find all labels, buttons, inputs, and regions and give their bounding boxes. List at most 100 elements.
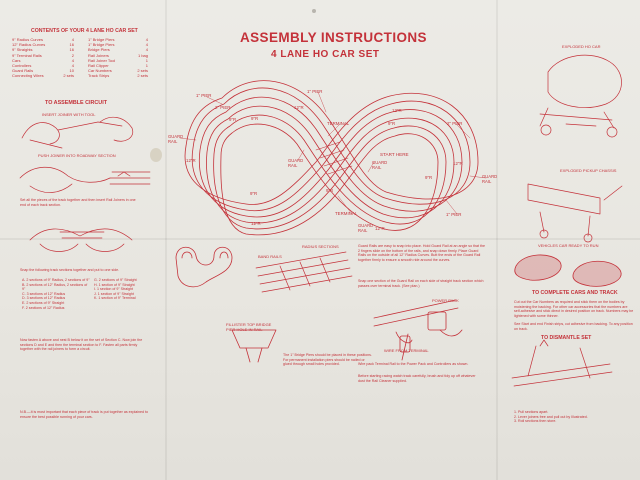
track-label: 12"R [453, 161, 463, 166]
bottom-text: Now fasten A above and nest B below it o… [20, 338, 143, 352]
fold-crease-right [496, 0, 498, 480]
list-item: E. 2 sections of 9" Straight [22, 300, 65, 305]
joiner-tool-drawing [21, 116, 134, 149]
steps-left: A. 2 sections of 9" Radius, 2 sections o… [22, 278, 90, 310]
push-joiner-drawing [19, 166, 151, 193]
list-item: I. 1 section of 9" Straight [94, 287, 134, 292]
pier-label: FILLISTER TOP BRIDGE PIER HOLE IN RAIL [226, 322, 272, 332]
track-label: 9"R [251, 116, 259, 121]
steps-text: Snap the following track sections togeth… [20, 268, 120, 272]
nb-text: N.B.—It is most important that each piec… [20, 410, 149, 419]
page-subtitle: 4 LANE HO CAR SET [271, 49, 380, 60]
list-item: D. 3 sections of 12" Radius [22, 296, 66, 301]
complete-text-2: See Start and end Finish strips, cut adh… [514, 322, 633, 331]
assemble-heading: TO ASSEMBLE CIRCUIT [45, 100, 107, 106]
push-label: PUSH JOINER INTO ROADWAY SECTION [38, 153, 116, 158]
exploded-car-label: EXPLODED HO CAR [562, 44, 601, 49]
list-item: G. 2 sections of 9" Straight [94, 278, 137, 282]
pier-text: The 1" Bridge Piers should be placed in … [283, 353, 372, 367]
track-label: GUARD RAIL [482, 174, 498, 184]
leader-lines [179, 91, 487, 215]
wire-label: WIRE FROM TERMINAL [384, 348, 429, 353]
dismantle-heading: TO DISMANTLE SET [541, 335, 592, 341]
exploded-car-drawing [539, 54, 622, 138]
complete-text: Cut out the Car Numbers as required and … [514, 300, 634, 318]
track-label: GUARD RAIL [372, 160, 388, 170]
ready-label: VEHICLES CAR READY TO RUN [538, 243, 599, 248]
list-item: C. 3 sections of 12" Radius [22, 291, 66, 296]
track-label: 9"R [388, 121, 396, 126]
radius-sections-label: RADIUS SECTIONS [302, 244, 339, 249]
dismantle-list: 1. Pull sections apart. 2. Lever joiners… [514, 410, 604, 424]
list-item: 1. Pull sections apart. [514, 410, 549, 414]
exploded-chassis-label: EXPLODED PICKUP CHASSIS [560, 168, 617, 173]
track-label: TERMINAL [335, 211, 358, 216]
list-item: K. 1 section of 9" Terminal [94, 296, 136, 301]
list-item: H. 1 section of 9" Straight [94, 282, 135, 287]
guard-text-2: Snap one section of the Guard Rail on ea… [358, 279, 484, 288]
small-layout-drawing [175, 246, 233, 288]
track-label: 12"R [294, 105, 304, 110]
fit-text: Set all the pieces of the track together… [20, 198, 136, 207]
track-label: 2" PIER [215, 105, 231, 110]
contents-heading: CONTENTS OF YOUR 4 LANE HO CAR SET [31, 28, 138, 34]
snap-hands-drawing [29, 228, 133, 252]
list-item: A. 2 sections of 9" Radius, 2 sections o… [22, 278, 90, 282]
list-item: J. 1 section of 9" Straight [94, 291, 134, 296]
track-label: 9"R [229, 117, 237, 122]
power-pack-label: POWER PACK [432, 298, 459, 303]
complete-heading: TO COMPLETE CARS AND TRACK [532, 290, 618, 296]
tool-label: INSERT JOINER WITH TOOL [42, 112, 96, 117]
list-item: 3. Roll sections then store. [514, 419, 557, 424]
track-label: START HERE [380, 152, 409, 157]
dismantle-drawing [511, 339, 613, 387]
track-label: 12"R [186, 158, 196, 163]
track-label: GUARD RAIL [168, 134, 184, 144]
figure-eight-track [184, 80, 479, 236]
ready-cars-drawing [514, 254, 622, 287]
overpass-ties [315, 141, 353, 175]
band-rails-label: BAND RAILS [258, 254, 282, 259]
list-item: 2. Lever joiners free and pull out by Il… [514, 414, 588, 419]
power-text: Wire pack Terminal Rail to the Power Pac… [358, 362, 469, 366]
track-label: GUARD RAIL [288, 158, 304, 168]
fold-crease-left [165, 0, 167, 480]
track-label: 1" PIER [196, 93, 212, 98]
track-label: 12"R [251, 221, 261, 226]
track-label: 12"R [375, 226, 385, 231]
page-title: ASSEMBLY INSTRUCTIONS [240, 30, 427, 45]
steps-right: G. 2 sections of 9" Straight H. 1 sectio… [94, 278, 150, 301]
bridge-pier-drawing [231, 329, 277, 363]
track-label: 2" PIER [447, 121, 463, 126]
guard-text: Guard Rails are easy to snap into place.… [358, 244, 486, 262]
track-label: TERMINAL [327, 121, 350, 126]
track-label: 12"R [392, 108, 402, 113]
pin-hole [312, 9, 316, 13]
track-label: 9"R [326, 188, 334, 193]
list-item: F. 2 sections of 12" Radius [22, 305, 65, 310]
track-label: 9"R [250, 191, 258, 196]
track-label: 1" PIER [446, 212, 462, 217]
list-item: B. 2 sections of 12" Radius, 2 sections … [22, 282, 88, 292]
power-text-2: Before starting racing watch track caref… [358, 374, 476, 383]
stain-spot [150, 148, 162, 162]
track-label: 1" PIER [307, 89, 323, 94]
